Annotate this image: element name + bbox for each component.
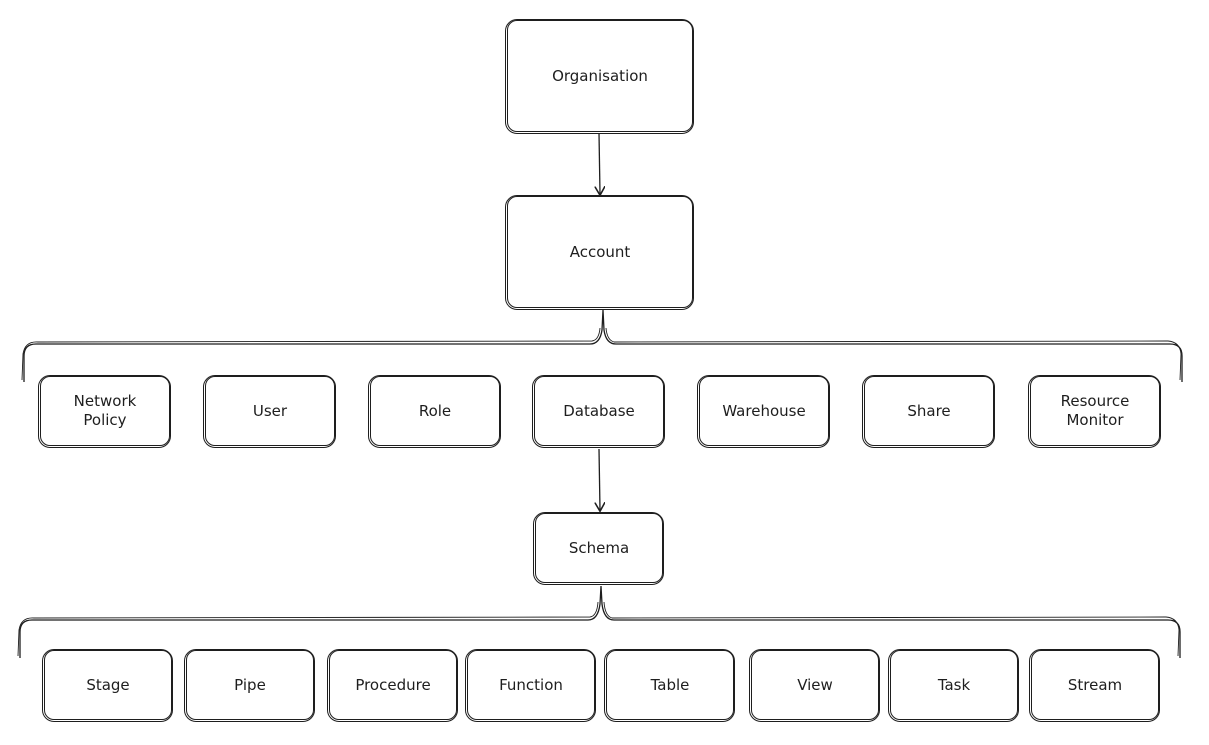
pipe-label: Pipe	[234, 675, 266, 694]
network-policy-label: Network Policy	[73, 392, 137, 429]
table-node: Table	[604, 649, 735, 722]
account-node: Account	[505, 195, 694, 310]
user-node: User	[203, 375, 336, 448]
account-bracket-sketch	[21, 327, 1182, 381]
table-label: Table	[650, 675, 690, 694]
share-label: Share	[907, 401, 951, 420]
warehouse-label: Warehouse	[722, 401, 806, 420]
arrow-organisation-to-account	[599, 132, 600, 194]
view-label: View	[797, 675, 833, 694]
database-label: Database	[563, 401, 635, 420]
network-policy-node: Network Policy	[38, 375, 171, 448]
resource-monitor-label: Resource Monitor	[1060, 392, 1130, 429]
schema-node: Schema	[533, 512, 664, 585]
schema-label: Schema	[568, 538, 630, 557]
organisation-label: Organisation	[552, 66, 648, 85]
view-node: View	[749, 649, 880, 722]
user-label: User	[252, 401, 288, 420]
function-node: Function	[465, 649, 596, 722]
stream-label: Stream	[1067, 675, 1123, 694]
schema-bracket	[19, 585, 1181, 658]
schema-bracket-sketch	[17, 601, 1180, 657]
procedure-node: Procedure	[327, 649, 458, 722]
procedure-label: Procedure	[355, 675, 431, 694]
arrow-database-to-schema	[599, 448, 600, 510]
role-label: Role	[418, 401, 452, 420]
database-node: Database	[532, 375, 665, 448]
task-label: Task	[937, 675, 971, 694]
function-label: Function	[499, 675, 563, 694]
stage-label: Stage	[86, 675, 130, 694]
account-label: Account	[569, 242, 631, 261]
organisation-node: Organisation	[505, 19, 694, 134]
warehouse-node: Warehouse	[697, 375, 830, 448]
share-node: Share	[862, 375, 995, 448]
stream-node: Stream	[1029, 649, 1160, 722]
account-bracket	[23, 309, 1183, 382]
stage-node: Stage	[42, 649, 173, 722]
resource-monitor-node: Resource Monitor	[1028, 375, 1161, 448]
task-node: Task	[888, 649, 1019, 722]
role-node: Role	[368, 375, 501, 448]
pipe-node: Pipe	[184, 649, 315, 722]
